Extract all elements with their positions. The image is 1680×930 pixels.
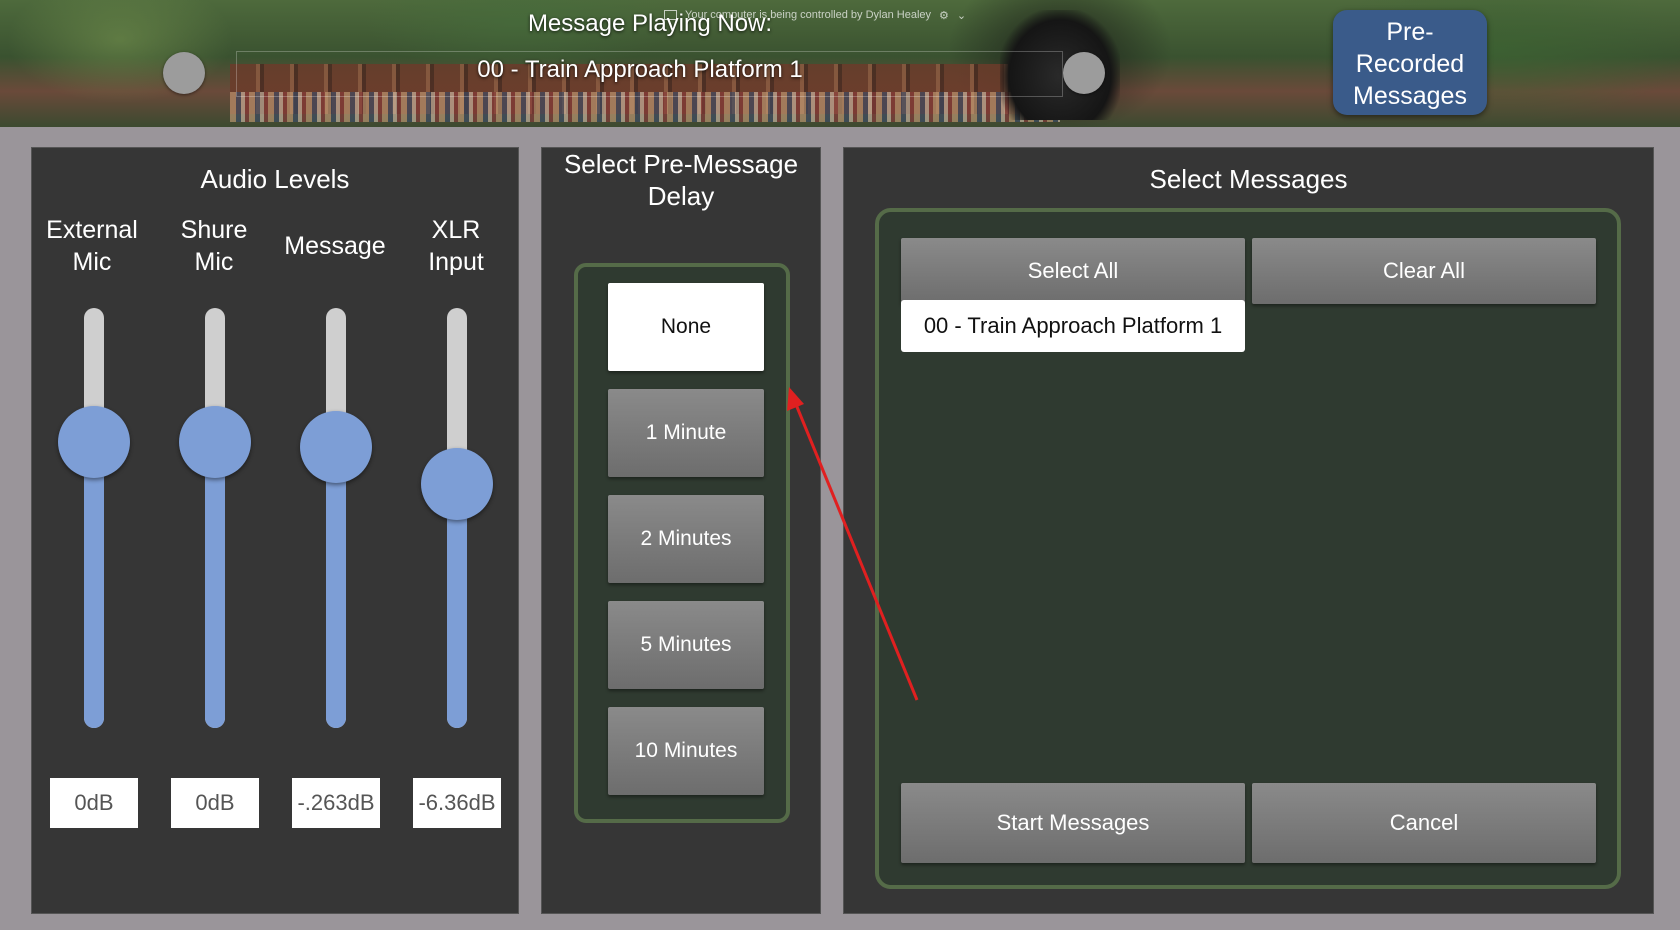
- monitor-icon: [664, 10, 677, 20]
- delay-option-1-minute[interactable]: 1 Minute: [608, 389, 764, 477]
- cancel-button[interactable]: Cancel: [1252, 783, 1596, 863]
- shure-mic-label: Shure Mic: [180, 216, 248, 276]
- now-playing-left-knob[interactable]: [163, 52, 205, 94]
- audio-levels-title: Audio Levels: [200, 164, 350, 194]
- pre-message-delay-panel: Select Pre-Message Delay None 1 Minute 2…: [541, 147, 821, 914]
- xlr-input-label: XLR Input: [428, 216, 484, 276]
- now-playing-value: 00 - Train Approach Platform 1: [477, 56, 803, 83]
- external-mic-slider[interactable]: [84, 308, 104, 728]
- message-slider-thumb[interactable]: [300, 410, 372, 483]
- external-mic-slider-thumb[interactable]: [58, 406, 130, 479]
- shure-mic-slider-thumb[interactable]: [179, 406, 251, 479]
- delay-option-10-minutes[interactable]: 10 Minutes: [608, 707, 764, 795]
- delay-option-none[interactable]: None: [608, 283, 764, 371]
- shure-mic-slider[interactable]: [205, 308, 225, 728]
- audio-levels-panel: Audio Levels External Mic Shure Mic Mess…: [31, 147, 519, 914]
- message-slider[interactable]: [326, 308, 346, 728]
- remote-control-banner: Your computer is being controlled by Dyl…: [664, 7, 1044, 23]
- start-messages-button[interactable]: Start Messages: [901, 783, 1245, 863]
- delay-option-2-minutes[interactable]: 2 Minutes: [608, 495, 764, 583]
- external-mic-value[interactable]: 0dB: [50, 778, 138, 828]
- external-mic-label: External Mic: [46, 216, 138, 276]
- xlr-input-slider-thumb[interactable]: [421, 448, 493, 521]
- select-messages-panel: Select Messages Select All Clear All 00 …: [843, 147, 1654, 914]
- passengers-image: [230, 92, 1060, 122]
- select-all-button[interactable]: Select All: [901, 238, 1245, 304]
- now-playing-label: Message Playing Now:: [527, 10, 773, 37]
- remote-control-text: Your computer is being controlled by Dyl…: [685, 9, 932, 21]
- pre-message-delay-title: Select Pre-Message Delay: [563, 149, 799, 211]
- now-playing-right-knob[interactable]: [1063, 52, 1105, 94]
- xlr-input-value[interactable]: -6.36dB: [413, 778, 501, 828]
- messages-frame: Select All Clear All 00 - Train Approach…: [875, 208, 1621, 889]
- message-level-label: Message: [284, 232, 386, 260]
- select-messages-title: Select Messages: [1149, 164, 1348, 194]
- chevron-down-icon[interactable]: ⌄: [956, 9, 967, 22]
- message-level-value[interactable]: -.263dB: [292, 778, 380, 828]
- gear-icon[interactable]: ⚙: [939, 9, 949, 22]
- message-list-item[interactable]: 00 - Train Approach Platform 1: [901, 300, 1245, 352]
- header-banner: Message Playing Now: 00 - Train Approach…: [0, 0, 1680, 127]
- prerecorded-messages-button[interactable]: Pre- Recorded Messages: [1333, 10, 1487, 115]
- now-playing-track: [236, 51, 1063, 97]
- delay-options-frame: None 1 Minute 2 Minutes 5 Minutes 10 Min…: [574, 263, 790, 823]
- clear-all-button[interactable]: Clear All: [1252, 238, 1596, 304]
- delay-option-5-minutes[interactable]: 5 Minutes: [608, 601, 764, 689]
- shure-mic-value[interactable]: 0dB: [171, 778, 259, 828]
